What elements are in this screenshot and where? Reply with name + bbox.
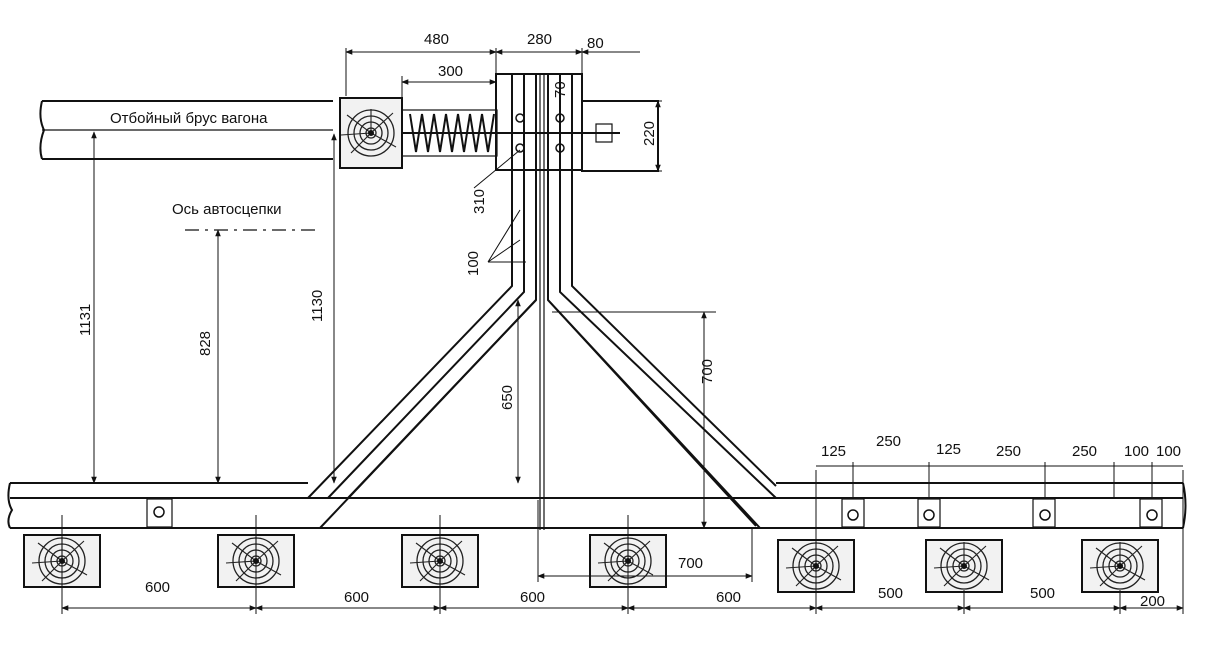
dim-1131: 1131 (77, 304, 94, 336)
dim-250-2: 250 (996, 443, 1021, 460)
sleeper (925, 539, 1003, 593)
dim-500-2: 500 (1030, 585, 1055, 602)
dim-280: 280 (527, 31, 552, 48)
dim-600-3: 600 (520, 589, 545, 606)
dim-200: 200 (1140, 593, 1165, 610)
dim-250-1: 250 (876, 433, 901, 450)
vertical-dimensions: 1131 828 1130 650 700 (77, 131, 716, 529)
bottom-dimensions: 600 600 600 600 500 500 200 (61, 470, 1184, 614)
dim-1130: 1130 (309, 290, 326, 322)
center-700-dimension: 700 (537, 500, 753, 582)
dim-100-2: 100 (1156, 443, 1181, 460)
buffer-beam: Отбойный брус вагона (39, 100, 333, 160)
dim-650: 650 (499, 385, 516, 410)
coupler-axis-label: Ось автосцепки (172, 201, 282, 218)
dim-480: 480 (424, 31, 449, 48)
dim-828: 828 (197, 331, 214, 356)
dim-500-1: 500 (878, 585, 903, 602)
top-wood-block (339, 97, 403, 169)
top-dimensions: 480 280 80 300 70 220 310 100 (345, 31, 662, 276)
dim-80: 80 (587, 35, 604, 52)
dim-100-1: 100 (1124, 443, 1149, 460)
dim-310: 310 (471, 189, 488, 214)
bottom-beam (7, 482, 1187, 529)
dim-250-3: 250 (1072, 443, 1097, 460)
dim-600-1: 600 (145, 579, 170, 596)
dim-220: 220 (641, 121, 658, 146)
buffer-beam-label: Отбойный брус вагона (110, 110, 268, 127)
coupler-axis: Ось автосцепки (172, 201, 318, 231)
top-bracket (495, 73, 659, 172)
sleepers (23, 534, 1159, 593)
dim-125-2: 125 (936, 441, 961, 458)
dim-600-4: 600 (716, 589, 741, 606)
dim-300: 300 (438, 63, 463, 80)
sleeper (1081, 539, 1159, 593)
dim-700-h: 700 (678, 555, 703, 572)
bolt-dimensions: 125 250 125 250 250 100 100 (816, 433, 1183, 498)
dim-125-1: 125 (821, 443, 846, 460)
dim-600-2: 600 (344, 589, 369, 606)
dim-700-v: 700 (699, 359, 716, 384)
dim-70: 70 (552, 81, 569, 98)
dim-100-v: 100 (465, 251, 482, 276)
